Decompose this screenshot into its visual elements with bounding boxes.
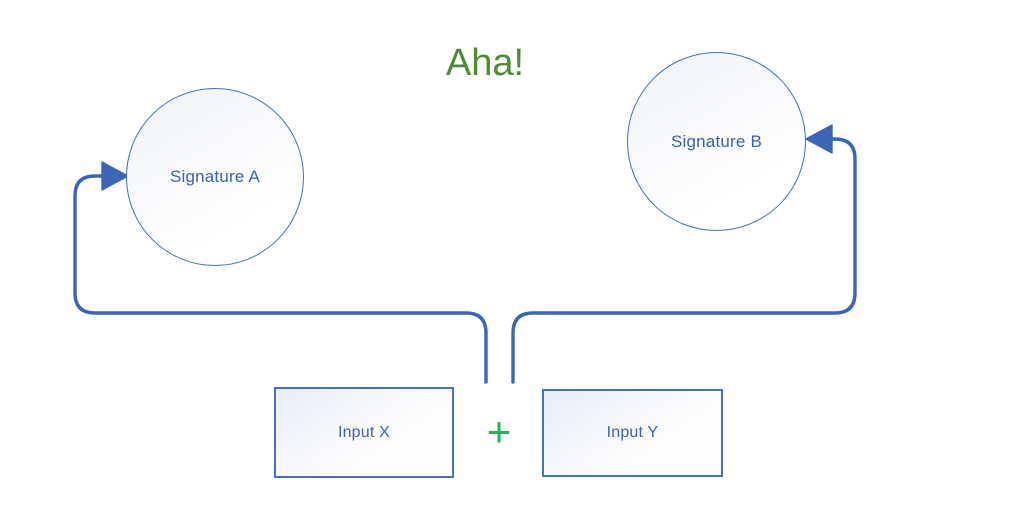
- node-signature-a[interactable]: Signature A: [126, 88, 304, 266]
- node-signature-b-label: Signature B: [670, 131, 763, 151]
- page-title: Aha!: [445, 42, 525, 84]
- node-signature-b[interactable]: Signature B: [627, 52, 806, 231]
- node-input-y[interactable]: Input Y: [542, 389, 723, 477]
- node-input-x[interactable]: Input X: [274, 387, 454, 478]
- connector-inputs-to-signature-b-arrowhead: [805, 124, 833, 154]
- node-input-x-label: Input X: [337, 423, 391, 441]
- connector-inputs-to-signature-a-arrowhead: [101, 161, 129, 191]
- node-input-y-label: Input Y: [606, 424, 659, 441]
- plus-operator-icon: +: [486, 408, 512, 455]
- node-signature-a-label: Signature A: [169, 167, 261, 186]
